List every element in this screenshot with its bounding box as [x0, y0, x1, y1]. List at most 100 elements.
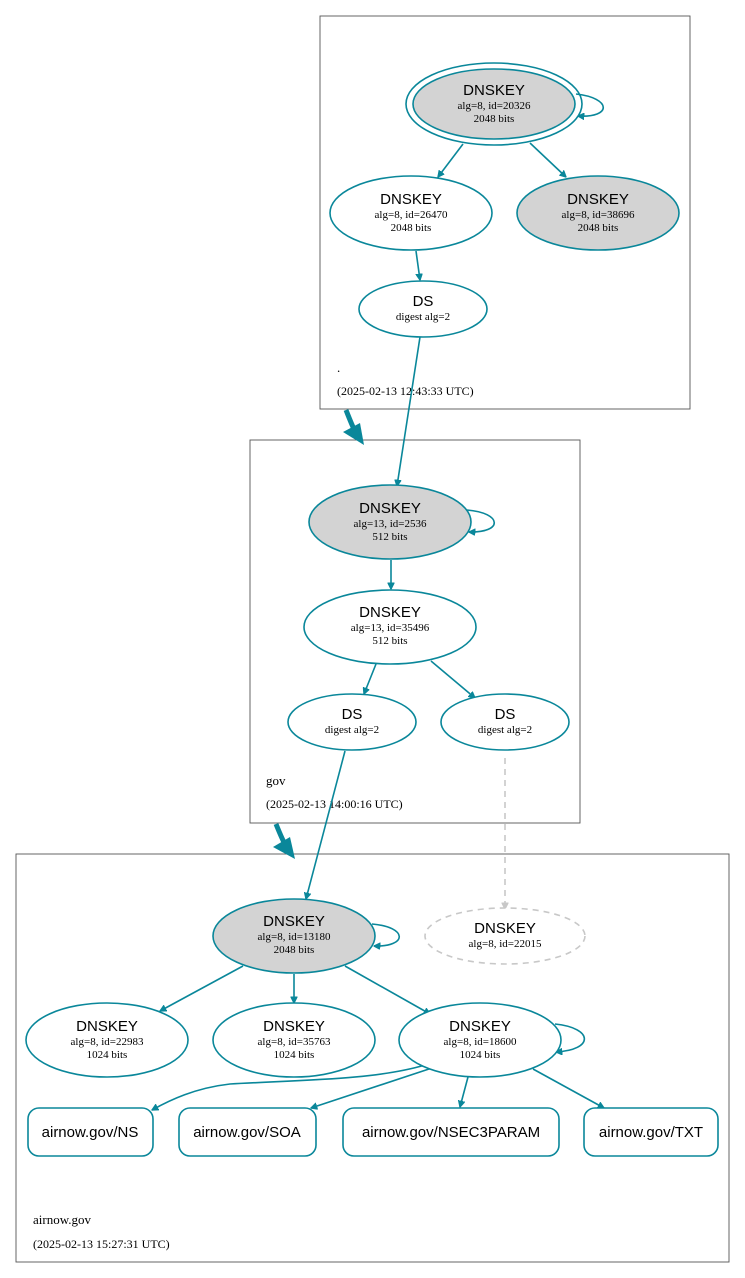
- record-ns-label: airnow.gov/NS: [42, 1124, 139, 1141]
- node-gov-ds2-line1: digest alg=2: [478, 724, 532, 736]
- node-gov-ds1-line1: digest alg=2: [325, 724, 379, 736]
- edge-root-ksk-self: [575, 93, 605, 116]
- node-air-k3: DNSKEY alg=8, id=18600 1024 bits: [398, 1002, 562, 1078]
- edge-air-k3-txt: [532, 1068, 604, 1108]
- edge-air-ksk-self: [371, 923, 401, 946]
- record-txt: airnow.gov/TXT: [583, 1107, 719, 1157]
- edge-gov-zsk-ds1: [364, 663, 377, 694]
- node-root-zsk: DNSKEY alg=8, id=26470 2048 bits: [329, 175, 493, 251]
- record-ns-shape: [27, 1107, 154, 1157]
- node-gov-ksk-shape: [308, 484, 472, 560]
- node-air-ksk-shape: [212, 898, 376, 974]
- node-gov-zsk: DNSKEY alg=13, id=35496 512 bits: [303, 589, 477, 665]
- record-soa-shape: [178, 1107, 317, 1157]
- node-root-ksk-outer-ring: [405, 62, 583, 146]
- node-air-k2-line1: alg=8, id=35763: [258, 1036, 331, 1048]
- record-nsec3param-shape: [342, 1107, 560, 1157]
- record-txt-shape: [583, 1107, 719, 1157]
- node-air-ksk-line1: alg=8, id=13180: [258, 931, 331, 943]
- node-air-k3-title: DNSKEY: [449, 1018, 511, 1035]
- node-air-k2: DNSKEY alg=8, id=35763 1024 bits: [212, 1002, 376, 1078]
- node-root-ds-shape: [358, 280, 488, 338]
- edge-root-ksk-key3: [529, 142, 566, 177]
- node-root-zsk-title: DNSKEY: [380, 191, 442, 208]
- node-root-ds-line1: digest alg=2: [396, 311, 450, 323]
- node-gov-zsk-line1: alg=13, id=35496: [351, 622, 430, 634]
- node-air-k3-line1: alg=8, id=18600: [444, 1036, 517, 1048]
- record-ns: airnow.gov/NS: [27, 1107, 154, 1157]
- node-air-missing-line1: alg=8, id=22015: [469, 938, 542, 950]
- edge-air-ksk-k3: [344, 965, 430, 1014]
- delegation-root-gov-arrowhead: [343, 423, 364, 445]
- edge-air-k3-self: [554, 1023, 586, 1052]
- edge-gov-ksk-self: [466, 509, 496, 532]
- record-soa: airnow.gov/SOA: [178, 1107, 317, 1157]
- record-soa-label: airnow.gov/SOA: [193, 1124, 301, 1141]
- edge-root-ksk-zsk: [438, 143, 464, 177]
- node-air-k3-line2: 1024 bits: [460, 1049, 501, 1061]
- edge-air-k3-ns: [152, 1064, 426, 1110]
- node-root-ds-title: DS: [413, 293, 434, 310]
- edge-gov-ds1-air-ksk: [306, 750, 346, 899]
- node-air-k1: DNSKEY alg=8, id=22983 1024 bits: [25, 1002, 189, 1078]
- node-air-ksk: DNSKEY alg=8, id=13180 2048 bits: [212, 898, 376, 974]
- node-air-missing-title: DNSKEY: [474, 920, 536, 937]
- zone-root-name: .: [337, 360, 340, 375]
- node-gov-zsk-line2: 512 bits: [372, 635, 407, 647]
- edge-air-k3-nsec3param: [460, 1076, 469, 1107]
- node-gov-ds1-shape: [287, 693, 417, 751]
- node-air-k1-line2: 1024 bits: [87, 1049, 128, 1061]
- node-gov-ksk-line2: 512 bits: [372, 531, 407, 543]
- node-air-k1-title: DNSKEY: [76, 1018, 138, 1035]
- node-gov-ksk-line1: alg=13, id=2536: [354, 518, 427, 530]
- node-air-k2-shape: [212, 1002, 376, 1078]
- edge-air-ksk-k1: [160, 965, 244, 1011]
- node-gov-ds1-title: DS: [342, 706, 363, 723]
- node-air-k1-shape: [25, 1002, 189, 1078]
- zone-root-timestamp: (2025-02-13 12:43:33 UTC): [337, 384, 474, 398]
- node-gov-ds1: DS digest alg=2: [287, 693, 417, 751]
- zone-airnow-name: airnow.gov: [33, 1212, 92, 1227]
- node-gov-ksk: DNSKEY alg=13, id=2536 512 bits: [308, 484, 472, 560]
- record-nsec3param-label: airnow.gov/NSEC3PARAM: [362, 1124, 540, 1141]
- node-root-key3: DNSKEY alg=8, id=38696 2048 bits: [516, 175, 680, 251]
- node-gov-ds2: DS digest alg=2: [440, 693, 570, 751]
- node-air-k1-line1: alg=8, id=22983: [71, 1036, 144, 1048]
- node-root-ksk-line2: 2048 bits: [474, 113, 515, 125]
- zone-airnow-timestamp: (2025-02-13 15:27:31 UTC): [33, 1237, 170, 1251]
- node-gov-zsk-title: DNSKEY: [359, 604, 421, 621]
- node-root-key3-title: DNSKEY: [567, 191, 629, 208]
- node-air-ksk-line2: 2048 bits: [274, 944, 315, 956]
- node-root-key3-line1: alg=8, id=38696: [562, 209, 635, 221]
- node-root-ksk-shape: [412, 68, 576, 140]
- node-air-missing: DNSKEY alg=8, id=22015: [424, 907, 586, 965]
- node-root-ksk: DNSKEY alg=8, id=20326 2048 bits: [405, 62, 583, 146]
- node-root-ksk-line1: alg=8, id=20326: [458, 100, 531, 112]
- edge-gov-zsk-ds2: [430, 660, 475, 698]
- zone-gov-name: gov: [266, 773, 286, 788]
- node-root-zsk-line2: 2048 bits: [391, 222, 432, 234]
- node-root-ksk-title: DNSKEY: [463, 82, 525, 99]
- node-root-key3-line2: 2048 bits: [578, 222, 619, 234]
- node-air-k2-title: DNSKEY: [263, 1018, 325, 1035]
- node-root-ds: DS digest alg=2: [358, 280, 488, 338]
- node-gov-ds2-shape: [440, 693, 570, 751]
- node-gov-zsk-shape: [303, 589, 477, 665]
- edge-air-k3-soa: [311, 1067, 433, 1108]
- zone-gov-timestamp: (2025-02-13 14:00:16 UTC): [266, 797, 403, 811]
- node-root-key3-shape: [516, 175, 680, 251]
- node-gov-ksk-title: DNSKEY: [359, 500, 421, 517]
- node-root-zsk-line1: alg=8, id=26470: [375, 209, 448, 221]
- edge-root-ds-gov-ksk: [397, 336, 421, 486]
- node-air-k3-shape: [398, 1002, 562, 1078]
- edge-root-zsk-ds: [415, 250, 420, 280]
- delegation-gov-airnow-arrowhead: [273, 837, 295, 859]
- record-nsec3param: airnow.gov/NSEC3PARAM: [342, 1107, 560, 1157]
- node-air-k2-line2: 1024 bits: [274, 1049, 315, 1061]
- node-root-zsk-shape: [329, 175, 493, 251]
- record-txt-label: airnow.gov/TXT: [599, 1124, 703, 1141]
- node-gov-ds2-title: DS: [495, 706, 516, 723]
- node-air-ksk-title: DNSKEY: [263, 913, 325, 930]
- node-air-missing-shape: [424, 907, 586, 965]
